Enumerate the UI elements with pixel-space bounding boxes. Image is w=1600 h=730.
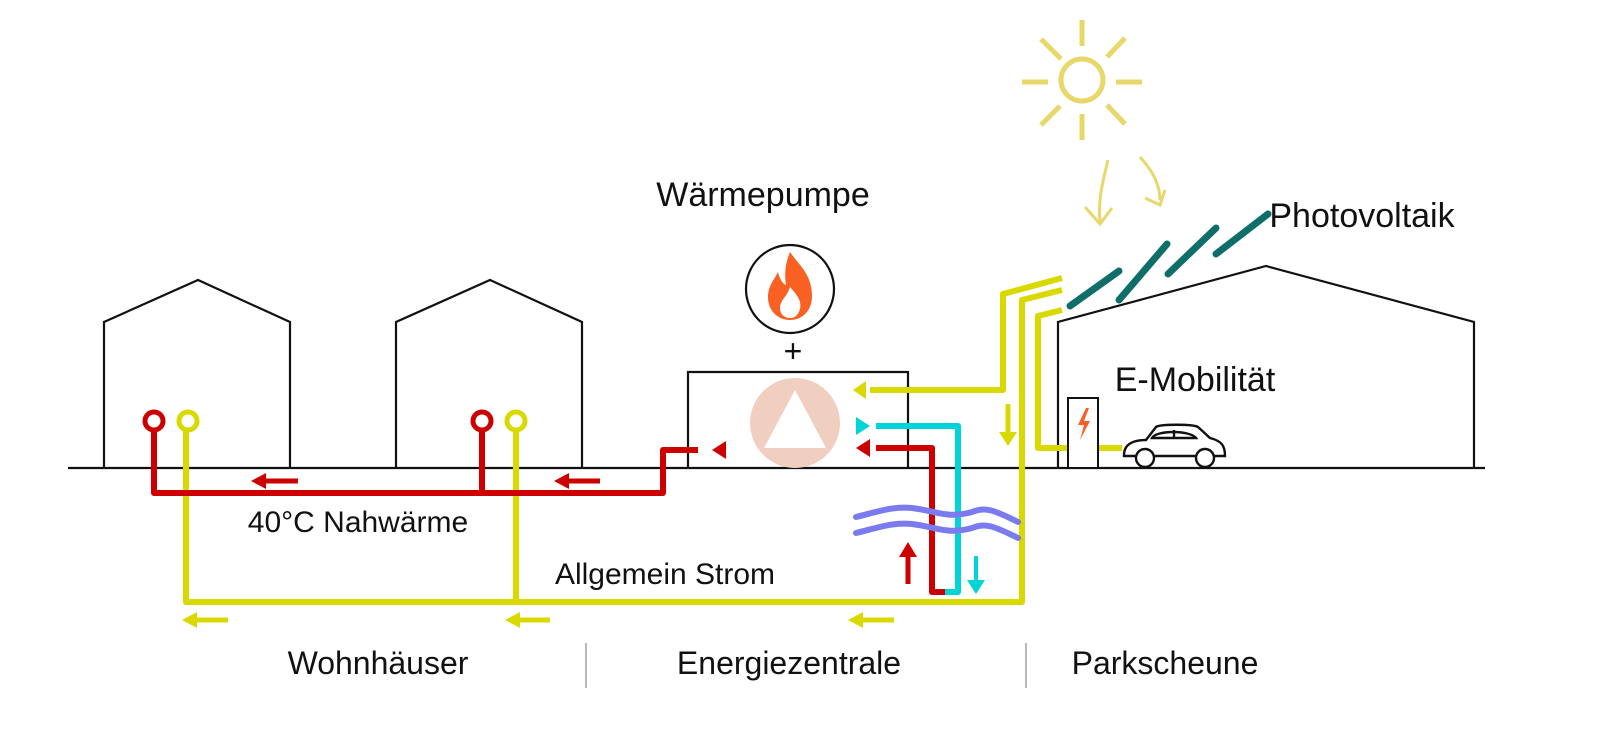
energy-center-building — [686, 370, 910, 468]
section-label-park-barn: Parkscheune — [1072, 645, 1259, 681]
heat-pump-label: Wärmepumpe — [656, 176, 870, 214]
section-label-energy-center: Energiezentrale — [677, 645, 901, 681]
power-lines — [183, 275, 1122, 605]
park-barn-building — [1056, 264, 1476, 468]
flame-icon — [744, 243, 836, 335]
heat-lines — [151, 430, 945, 595]
cold-water-lines — [876, 423, 961, 595]
heat-pump-icon — [750, 378, 840, 468]
water-waves-icon — [853, 504, 1021, 541]
heat-outlets — [142, 409, 528, 433]
heat-flow-arrows — [251, 439, 917, 584]
general-power-label: Allgemein Strom — [555, 558, 775, 591]
car-icon — [1122, 423, 1227, 469]
cold-water-arrows — [856, 417, 985, 594]
charging-station-icon — [1067, 397, 1099, 469]
sun-ray-arrows — [1083, 155, 1167, 227]
pv-panel-icon — [1066, 210, 1272, 310]
power-flow-arrows — [182, 381, 1017, 628]
house-icon — [394, 278, 584, 468]
section-label-residential: Wohnhäuser — [288, 645, 469, 681]
plus-sign: + — [784, 333, 803, 369]
photovoltaics-label: Photovoltaik — [1269, 197, 1455, 235]
sun-icon — [1022, 20, 1142, 140]
district-heat-label: 40°C Nahwärme — [248, 506, 468, 539]
e-mobility-label: E-Mobilität — [1115, 361, 1276, 399]
house-icon — [102, 278, 292, 468]
